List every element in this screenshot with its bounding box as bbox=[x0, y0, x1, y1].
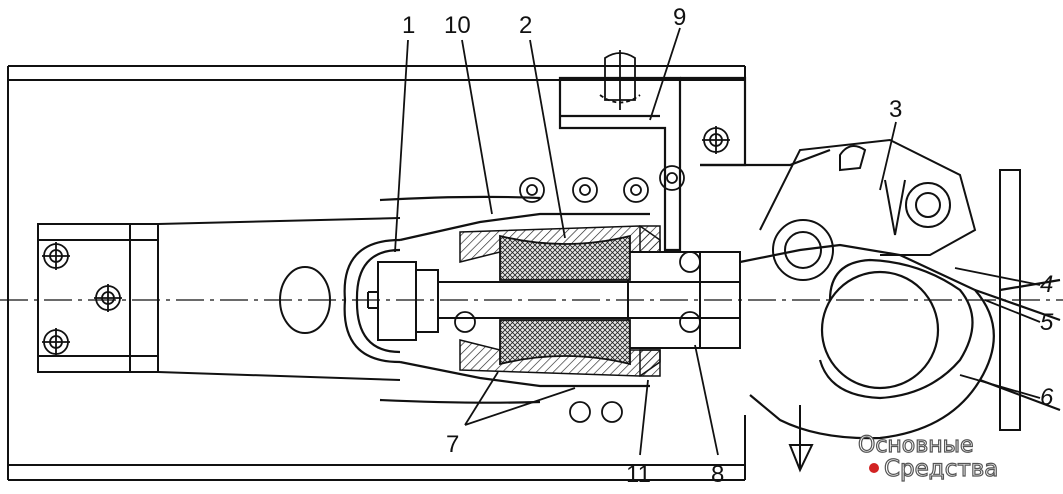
bracket-bolt bbox=[599, 50, 730, 154]
callout-9: 9 bbox=[673, 4, 686, 31]
callout-5: 5 bbox=[1040, 309, 1054, 336]
callout-10: 10 bbox=[444, 12, 471, 39]
callout-11: 11 bbox=[626, 461, 651, 488]
cross-member bbox=[37, 217, 401, 381]
rear-nut bbox=[367, 261, 439, 341]
latch-mechanism bbox=[759, 138, 1021, 473]
callout-4: 4 bbox=[1040, 271, 1053, 298]
callout-8: 8 bbox=[711, 461, 724, 488]
watermark-logo: Основные Средства bbox=[857, 432, 999, 482]
leader-lines bbox=[394, 27, 1041, 456]
housing bbox=[343, 195, 650, 404]
cross-member-bolts bbox=[42, 242, 122, 356]
watermark-line-1: Основные bbox=[858, 433, 974, 458]
drawbar-shaft bbox=[438, 251, 741, 349]
watermark-line-2: Средства bbox=[884, 456, 998, 482]
mounting-bracket bbox=[558, 76, 831, 252]
watermark-dot bbox=[869, 463, 879, 473]
housing-nuts bbox=[454, 165, 701, 423]
hook bbox=[739, 243, 1061, 440]
callout-3: 3 bbox=[889, 96, 902, 123]
callout-6: 6 bbox=[1040, 384, 1054, 411]
callout-1: 1 bbox=[402, 12, 415, 39]
rubber-elements bbox=[499, 234, 631, 366]
callout-2: 2 bbox=[519, 12, 532, 39]
callout-7: 7 bbox=[446, 431, 459, 458]
